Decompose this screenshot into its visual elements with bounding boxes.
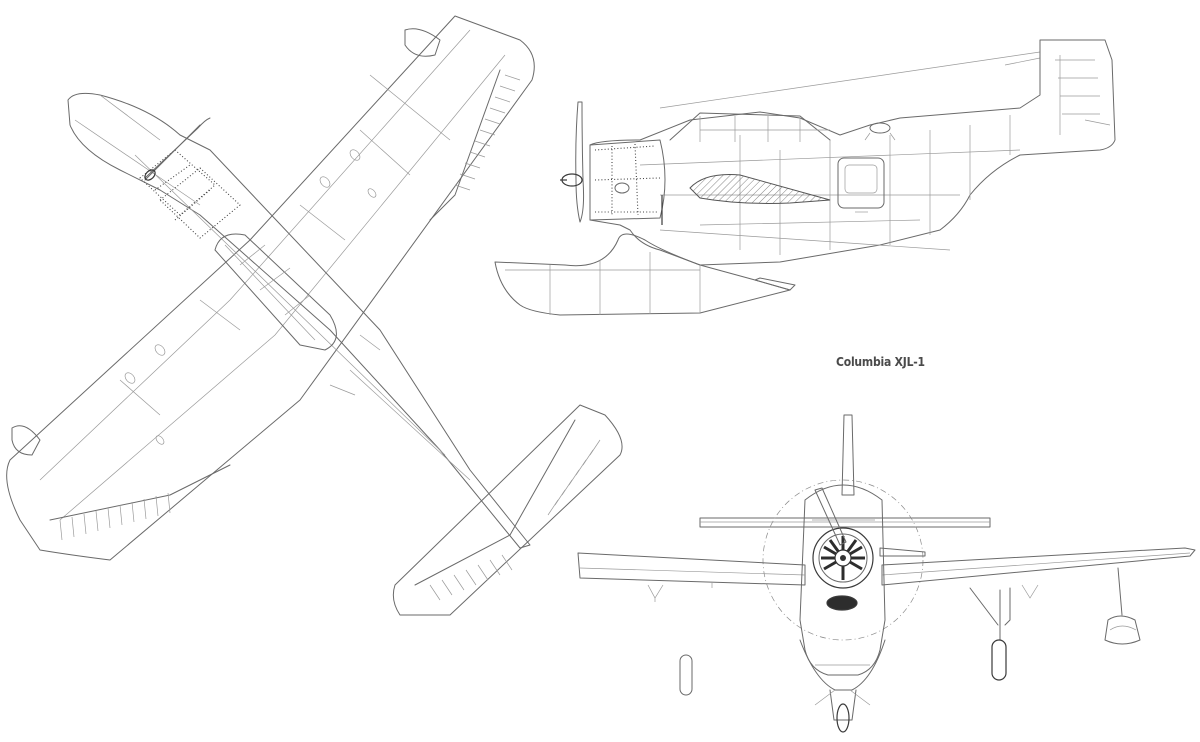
front-float	[799, 639, 886, 733]
plan-aileron-ribs-upper	[454, 74, 521, 191]
front-detached-fitting	[679, 654, 693, 696]
front-propeller-disc	[762, 479, 924, 641]
plan-horizontal-tail	[392, 404, 623, 616]
front-view	[577, 414, 1196, 733]
front-lower-intake	[826, 595, 858, 611]
plan-aileron-ribs-lower	[59, 492, 171, 541]
front-vertical-fin	[841, 414, 855, 496]
front-horizontal-tail	[699, 517, 991, 528]
side-canopy	[669, 112, 896, 142]
front-wingtip-float	[1104, 567, 1141, 645]
side-vertical-fin	[1055, 55, 1111, 135]
plan-cowling-panels	[139, 149, 241, 239]
side-wing-root-airfoil	[689, 174, 831, 204]
front-main-wing	[577, 547, 1196, 602]
side-propeller	[560, 101, 630, 223]
side-view	[494, 39, 1116, 316]
plan-canopy	[214, 233, 337, 351]
plan-view	[6, 15, 623, 616]
side-float	[494, 233, 796, 316]
side-cowling	[589, 139, 666, 225]
front-landing-gear	[969, 587, 1011, 681]
plan-propeller	[144, 117, 211, 181]
front-radial-engine	[812, 487, 926, 589]
plan-tail-ribs	[429, 439, 601, 601]
side-fuselage	[589, 39, 1116, 266]
plan-fuselage	[67, 92, 531, 549]
figure-caption: Columbia XJL-1	[836, 355, 925, 369]
side-hatch	[837, 157, 885, 213]
plan-main-wing	[6, 15, 535, 561]
